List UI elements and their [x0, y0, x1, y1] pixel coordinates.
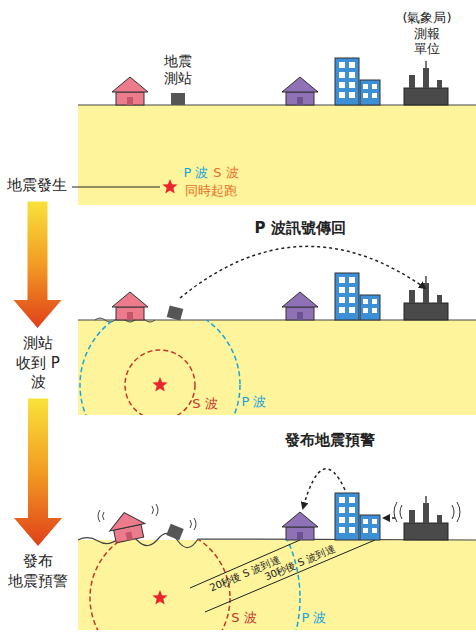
leader-line — [72, 187, 160, 188]
text-label: P 波 — [242, 394, 267, 410]
station-box — [167, 305, 184, 320]
text-label: S 波 — [231, 610, 256, 626]
arrival-line — [205, 540, 375, 612]
text-label: P 波訊號傳回 — [254, 219, 345, 237]
s-wave — [125, 350, 195, 415]
town — [282, 493, 448, 540]
epicenter-star — [162, 179, 177, 193]
warning-arrow — [303, 469, 345, 508]
wavefronts — [78, 540, 300, 630]
stage-arrow — [14, 399, 62, 547]
step-text: 發布 地震預警 — [2, 552, 74, 591]
p-wave — [78, 540, 300, 630]
house — [112, 77, 148, 105]
town — [282, 273, 448, 320]
text-label: S 波 — [192, 396, 217, 412]
station-box — [166, 524, 183, 540]
step-label: 發布 地震預警 — [2, 552, 74, 591]
text-label: 地震 測站 — [163, 53, 193, 87]
text-label: 發布地震預警 — [285, 431, 375, 449]
step-label: 地震發生 — [4, 176, 70, 196]
ground — [78, 320, 476, 415]
stage-arrow — [14, 202, 62, 329]
station-box — [171, 93, 185, 105]
signal-arrow — [180, 246, 425, 298]
text-label: (氣象局) 測報 單位 — [401, 10, 453, 57]
epicenter-star — [152, 590, 167, 604]
step-text: 地震發生 — [4, 176, 70, 196]
warning-arrow — [384, 517, 395, 519]
step-text: 測站 收到 P 波 — [16, 334, 60, 393]
text-label: 同時起跑 — [185, 183, 237, 199]
text-label: P 波 — [184, 165, 209, 181]
p-wave — [80, 320, 240, 415]
ground — [78, 540, 476, 630]
wavefronts — [80, 320, 240, 415]
town — [282, 58, 448, 105]
text-label: P 波 — [302, 610, 327, 626]
shake-marks — [98, 504, 196, 530]
step-label: 測站 收到 P 波 — [16, 334, 60, 393]
radio-waves — [394, 502, 460, 522]
text-label: S 波 — [213, 165, 238, 181]
epicenter-star — [152, 377, 167, 391]
house — [107, 509, 148, 544]
ground — [78, 105, 476, 205]
house — [112, 292, 148, 320]
